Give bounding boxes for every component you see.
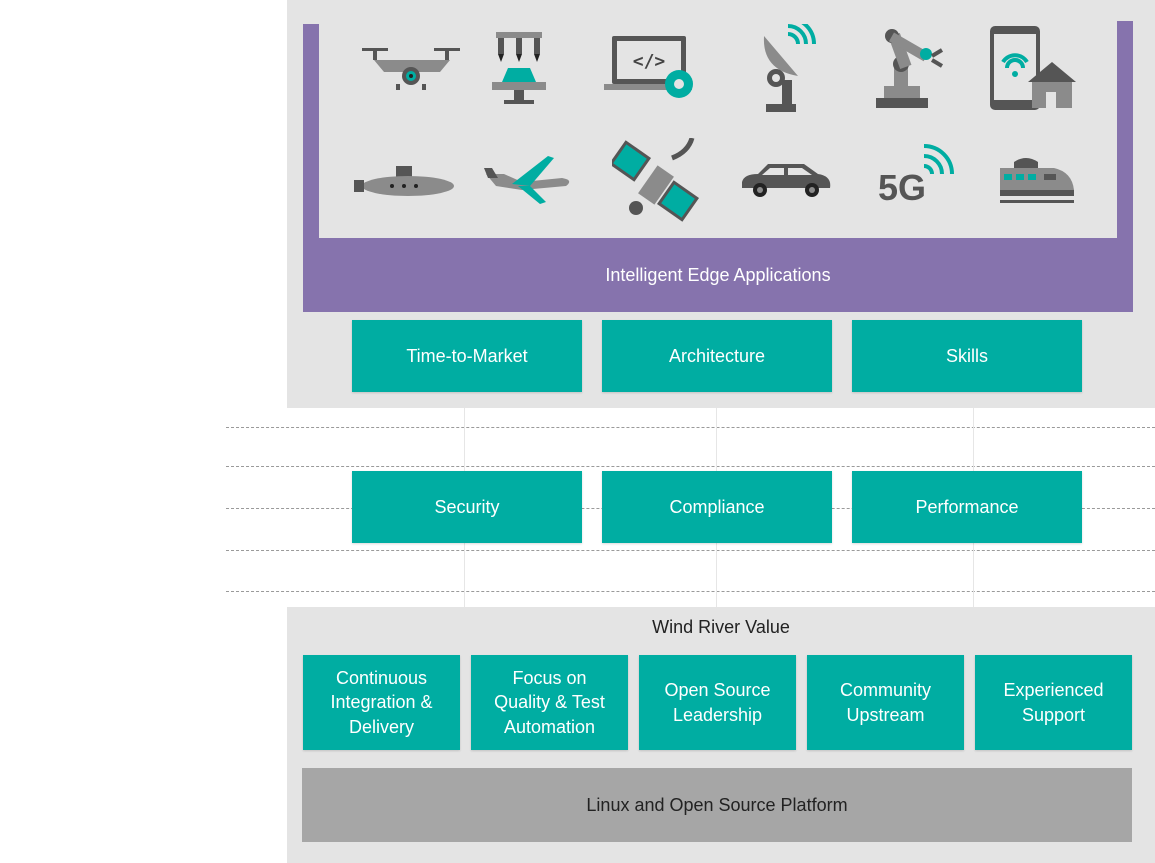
5g-icon: 5G [878,144,954,206]
drone-icon [362,48,460,90]
tile-compliance: Compliance [602,471,832,543]
tile-label: Experienced Support [1003,680,1104,725]
tile-time-to-market: Time-to-Market [352,320,582,392]
band-label: Intelligent Edge Applications [605,264,831,285]
airplane-icon [484,156,570,204]
tile-label: Time-to-Market [406,345,528,366]
smart-home-phone-icon [990,26,1076,110]
dashed-line [226,427,1155,428]
tile-label: Skills [945,345,988,366]
wind-river-value-title: Wind River Value [652,617,790,637]
submarine-icon [354,166,454,196]
robotic-assembly-icon [492,32,546,104]
tile-security: Security [352,471,582,543]
dashed-line [226,466,1155,467]
intelligent-edge-applications-band: Intelligent Edge Applications [303,238,1133,312]
tile-label: Performance [915,496,1019,517]
tile-label: Security [434,496,500,517]
tile-label: Compliance [669,496,765,517]
code-glyph: </> [633,51,666,72]
tile-performance: Performance [852,471,1082,543]
tile-label: Open Source Leadership [664,680,771,725]
purple-bracket-left [303,24,319,239]
platform-label: Linux and Open Source Platform [586,794,848,815]
tile-label: Architecture [668,345,766,366]
car-icon [742,164,831,197]
5g-text: 5G [878,167,926,206]
tile-experienced-support: Experienced Support [975,655,1132,750]
tile-skills: Skills [852,320,1082,392]
satellite-icon [612,138,700,222]
tile-open-source-leadership: Open Source Leadership [639,655,796,750]
tile-community-upstream: Community Upstream [807,655,964,750]
tile-architecture: Architecture [602,320,832,392]
tile-quality-test-automation: Focus on Quality & Test Automation [471,655,628,750]
train-icon [1000,158,1074,203]
dashed-line [226,550,1155,551]
tile-label: Focus on Quality & Test Automation [494,668,605,737]
code-laptop-icon: </> [604,36,693,98]
dashed-line [226,591,1155,592]
satellite-dish-icon [763,24,816,112]
purple-bracket-right [1117,21,1133,239]
tile-label: Continuous Integration & Delivery [330,668,433,737]
linux-platform-bar: Linux and Open Source Platform [302,768,1132,842]
robot-arm-icon [876,29,944,108]
tile-continuous-integration: Continuous Integration & Delivery [303,655,460,750]
tile-label: Community Upstream [839,680,932,725]
